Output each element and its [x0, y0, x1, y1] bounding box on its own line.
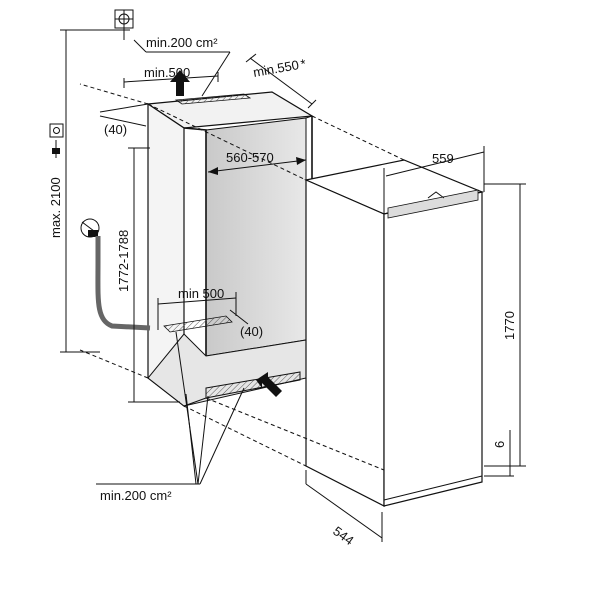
power-socket-icon [49, 123, 64, 138]
appliance-hinge-strip [387, 189, 479, 219]
appliance-side [305, 179, 385, 507]
dim-appliance-width: 559 [383, 146, 485, 214]
dim-vent-bottom-offset: (40) [229, 309, 263, 339]
dim-left-offset: (40) [99, 103, 149, 137]
dim-foot-height: 6 [484, 430, 514, 477]
niche-cabinet [146, 91, 314, 408]
appliance-width-label: 559 [432, 151, 454, 166]
power-plug-icon [52, 140, 60, 158]
vent-top-width-label: min.500 [144, 65, 190, 80]
appliance-height-label: 1770 [502, 311, 517, 340]
niche-depth-label: min.550* [252, 56, 307, 80]
dim-appliance-height: 1770 [484, 183, 526, 467]
foot-height-label: 6 [492, 441, 507, 448]
vent-bottom-area-label: min.200 cm² [100, 488, 172, 503]
vent-bottom-offset-label: (40) [240, 324, 263, 339]
dim-max-height: max. 2100 [48, 29, 130, 353]
plinth-vent [205, 371, 301, 399]
guide-lines [79, 83, 405, 471]
dim-niche-width: 560-570 [207, 150, 307, 175]
vent-top-area-label: min.200 cm² [146, 35, 218, 50]
dim-vent-top: min.200 cm² [133, 35, 231, 97]
appliance-front [383, 191, 483, 507]
water-hose [95, 261, 151, 331]
left-offset-label: (40) [104, 122, 127, 137]
dim-vent-bottom-width: min 500 [157, 286, 237, 330]
arrow-up-icon [170, 70, 190, 96]
niche-height-label: 1772-1788 [116, 230, 131, 292]
vent-bottom-width-label: min 500 [178, 286, 224, 301]
arrow-in-icon [256, 372, 282, 397]
dim-vent-top-width: min.500 [123, 65, 219, 88]
top-vent [174, 93, 252, 105]
niche-width-label: 560-570 [226, 150, 274, 165]
dim-vent-bottom-area: min.200 cm² [96, 331, 245, 503]
appliance [304, 159, 484, 507]
appliance-depth-label: 544 [330, 523, 356, 548]
dim-niche-height: 1772-1788 [116, 147, 180, 403]
max-height-label: max. 2100 [48, 177, 63, 238]
lower-back-vent [163, 315, 233, 333]
water-tap-icon [80, 218, 151, 331]
wall-connection-icon [114, 9, 134, 40]
